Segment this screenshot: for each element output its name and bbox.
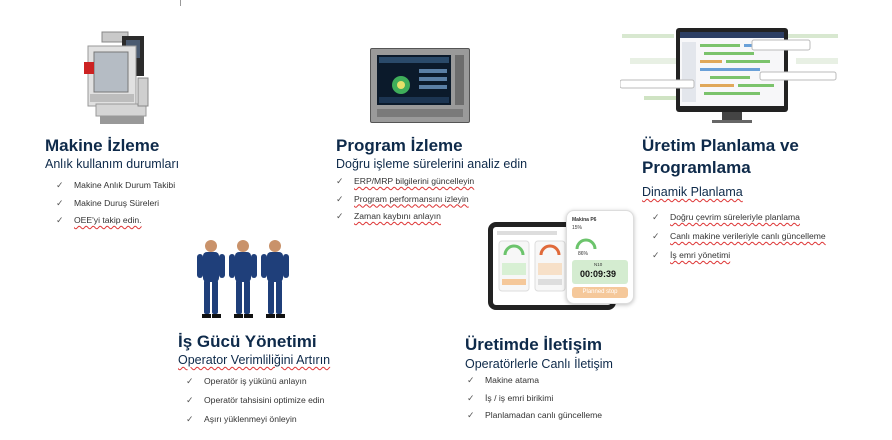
workers-icon	[197, 240, 289, 318]
planning-title-line2: Programlama	[642, 158, 751, 177]
planning-title-line1: Üretim Planlama ve	[642, 136, 799, 155]
check-icon: ✓	[467, 410, 475, 420]
phone-timer: 00:09:39	[580, 269, 617, 279]
planned-stop-button[interactable]: Planned stop	[572, 287, 628, 298]
gauge-icon	[575, 238, 597, 250]
list-item: ✓Operatör iş yükünü anlayın	[186, 372, 324, 391]
list-item: ✓Canlı makine verileriyle canlı güncelle…	[652, 227, 826, 246]
list-item: ✓Planlamadan canlı güncelleme	[467, 407, 602, 425]
timer-panel: N10 00:09:39	[572, 260, 628, 284]
list-item: ✓Zaman kaybını anlayın	[336, 208, 474, 226]
list-item: ✓Doğru çevrim süreleriyle planlama	[652, 208, 826, 227]
check-icon: ✓	[186, 395, 194, 405]
program-title: Program İzleme	[336, 136, 463, 155]
workforce-title: İş Gücü Yönetimi	[178, 332, 317, 351]
cnc-machine-image	[82, 28, 164, 130]
program-list: ✓ERP/MRP bilgilerini güncelleyin ✓Progra…	[336, 173, 474, 226]
check-icon: ✓	[467, 375, 475, 385]
check-icon: ✓	[336, 211, 344, 221]
communication-list: ✓Makine atama ✓İş / iş emri birikimi ✓Pl…	[467, 372, 602, 425]
check-icon: ✓	[56, 197, 64, 208]
softkey-row	[377, 109, 463, 117]
side-keys	[455, 55, 464, 105]
list-item: ✓Program performansını izleyin	[336, 191, 474, 209]
list-item: ✓Aşırı yüklenmeyi önleyin	[186, 410, 324, 429]
list-item: ✓Operatör tahsisini optimize edin	[186, 391, 324, 410]
gauge-percent: 86%	[578, 251, 589, 257]
check-icon: ✓	[186, 414, 194, 424]
toolpath-graphic-icon	[379, 57, 449, 103]
planning-list: ✓Doğru çevrim süreleriyle planlama ✓Canl…	[652, 208, 826, 265]
check-icon: ✓	[56, 215, 64, 225]
communication-subtitle: Operatörlerle Canlı İletişim	[465, 357, 613, 371]
phone-machine-name: Makina P6	[572, 217, 597, 223]
control-screen	[377, 55, 451, 105]
phone-percent: 15%	[572, 225, 583, 231]
machine-subtitle: Anlık kullanım durumları	[45, 157, 180, 171]
gantt-schedule-icon	[619, 28, 838, 123]
check-icon: ✓	[336, 193, 344, 204]
list-item: ✓Makine Anlık Durum Takibi	[56, 177, 175, 195]
list-item: ✓ERP/MRP bilgilerini güncelleyin	[336, 173, 474, 191]
workforce-subtitle: Operator Verimliliğini Artırın	[178, 353, 331, 367]
cnc-machine-icon	[84, 31, 149, 124]
workforce-list: ✓Operatör iş yükünü anlayın ✓Operatör ta…	[186, 372, 324, 429]
check-icon: ✓	[652, 231, 660, 241]
list-item: ✓Makine atama	[467, 372, 602, 390]
check-icon: ✓	[652, 250, 660, 260]
machine-title: Makine İzleme	[45, 136, 160, 155]
planning-subtitle: Dinamik Planlama	[642, 185, 743, 199]
phone-card: Makina P6 15% 86% N10 00:09:39 Planned s…	[566, 210, 634, 304]
check-icon: ✓	[336, 176, 344, 186]
list-item: ✓İş / iş emri birikimi	[467, 390, 602, 408]
check-icon: ✓	[56, 180, 64, 190]
check-icon: ✓	[652, 212, 660, 222]
workers-image	[195, 238, 295, 320]
list-item: ✓Makine Duruş Süreleri	[56, 195, 175, 213]
communication-title: Üretimde İletişim	[465, 335, 602, 354]
check-icon: ✓	[186, 376, 194, 386]
cnc-control-panel-image	[370, 48, 470, 123]
machine-list: ✓Makine Anlık Durum Takibi ✓Makine Duruş…	[56, 177, 175, 230]
list-item: ✓İş emri yönetimi	[652, 246, 826, 265]
planning-dashboard-image	[619, 28, 840, 124]
phone-code: N10	[594, 262, 603, 267]
program-subtitle: Doğru işleme sürelerini analiz edin	[336, 157, 528, 171]
list-item: ✓OEE'yi takip edin.	[56, 212, 175, 230]
top-divider-line	[180, 0, 181, 6]
check-icon: ✓	[467, 392, 475, 403]
